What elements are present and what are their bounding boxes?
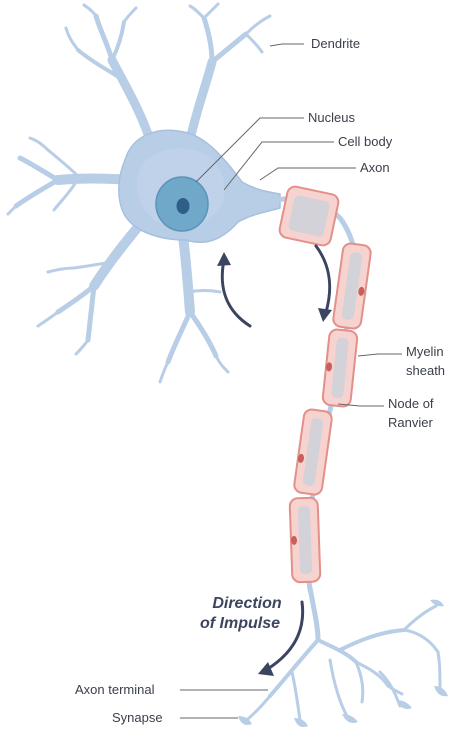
label-myelin-sheath-line1: Myelin xyxy=(406,343,444,361)
label-nucleus: Nucleus xyxy=(308,109,355,127)
myelin-segment xyxy=(293,408,332,495)
myelin-segment xyxy=(322,329,358,408)
label-myelin-sheath-line2: sheath xyxy=(406,362,445,380)
myelin-segment xyxy=(290,498,321,583)
label-dendrite: Dendrite xyxy=(311,35,360,53)
label-axon: Axon xyxy=(360,159,390,177)
nucleus xyxy=(156,177,208,231)
myelin-sheaths xyxy=(278,185,372,582)
myelin-segment xyxy=(332,242,371,329)
myelin-segment xyxy=(278,185,340,247)
label-node-of-ranvier-line2: Ranvier xyxy=(388,414,433,432)
direction-of-impulse-line1: Direction xyxy=(205,594,289,614)
direction-of-impulse-line2: of Impulse xyxy=(190,614,290,634)
label-synapse: Synapse xyxy=(112,709,163,727)
label-node-of-ranvier-line1: Node of xyxy=(388,395,434,413)
label-cell-body: Cell body xyxy=(338,133,392,151)
label-axon-terminal: Axon terminal xyxy=(75,681,154,699)
